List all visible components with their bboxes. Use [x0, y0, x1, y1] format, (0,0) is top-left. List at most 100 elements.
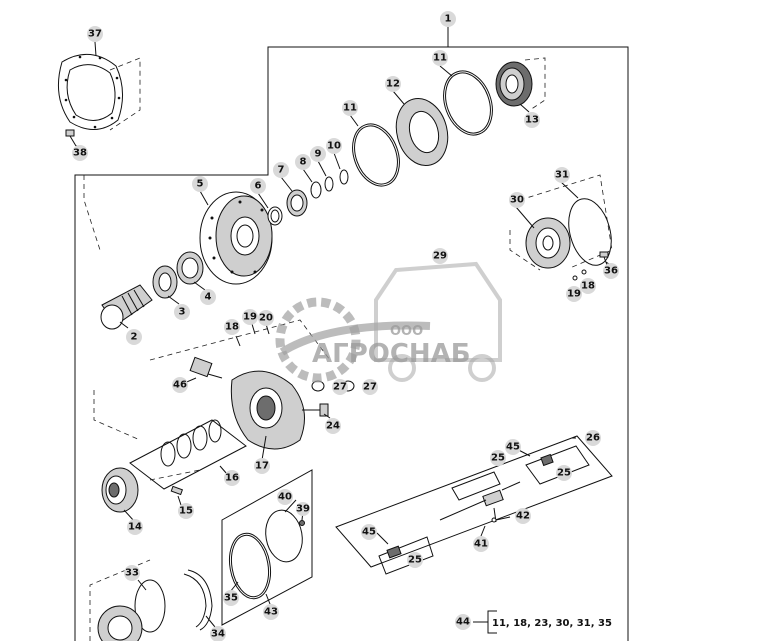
svg-text:26: 26 — [586, 433, 600, 444]
callout-35: 35 — [223, 590, 239, 606]
callout-45a: 45 — [505, 439, 521, 455]
callout-27b: 27 — [362, 379, 378, 395]
seal-kit-box-16 — [129, 419, 247, 490]
bearing-part-4 — [176, 251, 204, 285]
callout-31: 31 — [554, 167, 570, 183]
svg-text:39: 39 — [296, 504, 310, 515]
callout-30: 30 — [509, 192, 525, 208]
callout-39: 39 — [296, 502, 310, 516]
seal-kit-box-43 — [221, 469, 313, 626]
svg-text:35: 35 — [224, 593, 238, 604]
callout-3: 3 — [174, 304, 190, 320]
svg-text:43: 43 — [264, 607, 278, 618]
carrier-part-30 — [525, 217, 571, 269]
svg-text:36: 36 — [604, 266, 618, 277]
pin-part-15 — [170, 485, 184, 496]
housing-bottom-part — [97, 605, 143, 641]
pin-part-18b — [581, 269, 587, 275]
svg-text:30: 30 — [510, 195, 524, 206]
flange-part-12 — [395, 98, 449, 166]
callout-42: 42 — [515, 508, 531, 524]
callout-13: 13 — [524, 112, 540, 128]
ring-part-9 — [324, 176, 334, 192]
callout-16: 16 — [224, 470, 240, 486]
callout-14: 14 — [127, 519, 143, 535]
bolt-part-24 — [302, 403, 329, 417]
watermark-name: АГРОСНАБ — [312, 339, 471, 369]
plate-part-33 — [134, 579, 166, 633]
end-cover-part-17 — [230, 370, 305, 450]
svg-text:8: 8 — [300, 157, 307, 168]
svg-text:38: 38 — [73, 148, 87, 159]
bearing-part-7 — [286, 189, 308, 217]
svg-text:6: 6 — [255, 181, 262, 192]
svg-text:31: 31 — [555, 170, 569, 181]
svg-text:27: 27 — [333, 382, 347, 393]
pin-part-19b — [572, 275, 578, 281]
svg-text:10: 10 — [327, 141, 341, 152]
svg-text:7: 7 — [278, 165, 285, 176]
svg-text:45: 45 — [506, 442, 520, 453]
callout-20: 20 — [258, 310, 274, 326]
shaft-part-2 — [100, 284, 153, 330]
callout-12: 12 — [385, 76, 401, 92]
svg-text:2: 2 — [131, 332, 138, 343]
callout-24: 24 — [325, 418, 341, 434]
agrosnab-watermark: ООО АГРОСНАБ — [275, 261, 502, 383]
callout-44: 44 — [455, 614, 471, 630]
svg-text:1: 1 — [445, 14, 452, 25]
snap-ring-part-34 — [183, 569, 213, 631]
callout-38: 38 — [72, 145, 88, 161]
callout-7: 7 — [273, 162, 289, 178]
callout-1: 1 — [440, 11, 456, 27]
o-ring-part-31 — [568, 198, 612, 266]
plug-part-46 — [189, 356, 223, 379]
pin-part-18a — [235, 335, 241, 347]
callout-5: 5 — [192, 176, 208, 192]
svg-text:17: 17 — [255, 461, 269, 472]
callout-18a: 18 — [224, 319, 240, 335]
gasket-part-37 — [57, 54, 141, 131]
callout-34: 34 — [210, 626, 226, 641]
svg-text:45: 45 — [362, 527, 376, 538]
svg-text:41: 41 — [474, 539, 488, 550]
callout-18b: 18 — [580, 278, 596, 294]
callout-11b: 11 — [432, 50, 448, 66]
ring-part-8 — [310, 181, 322, 199]
callout-27a: 27 — [332, 379, 348, 395]
callout-37: 37 — [87, 26, 103, 42]
svg-text:37: 37 — [88, 29, 102, 40]
callout-19a: 19 — [242, 309, 258, 325]
svg-text:40: 40 — [278, 492, 292, 503]
svg-text:19: 19 — [243, 312, 257, 323]
svg-text:11: 11 — [433, 53, 447, 64]
svg-text:20: 20 — [259, 313, 273, 324]
valve-box-26 — [335, 435, 613, 575]
svg-text:19: 19 — [567, 289, 581, 300]
callout-15: 15 — [178, 503, 194, 519]
svg-text:33: 33 — [125, 568, 139, 579]
svg-text:25: 25 — [408, 555, 422, 566]
svg-text:25: 25 — [491, 453, 505, 464]
kit-parts-list: 11, 18, 23, 30, 31, 35 — [492, 618, 612, 629]
callout-45b: 45 — [361, 524, 377, 540]
callout-33: 33 — [124, 565, 140, 581]
svg-text:18: 18 — [581, 281, 595, 292]
rotor-part-14 — [101, 467, 139, 513]
callout-46: 46 — [172, 377, 188, 393]
callout-8: 8 — [295, 154, 311, 170]
callout-40: 40 — [277, 489, 293, 505]
bearing-part-13 — [495, 57, 546, 111]
watermark-prefix: ООО — [390, 324, 423, 339]
callout-41: 41 — [473, 536, 489, 552]
callout-19b: 19 — [566, 286, 582, 302]
svg-text:24: 24 — [326, 421, 340, 432]
callout-10: 10 — [326, 138, 342, 154]
svg-text:44: 44 — [456, 617, 470, 628]
callout-26: 26 — [585, 430, 601, 446]
svg-text:34: 34 — [211, 629, 225, 640]
callout-17: 17 — [254, 458, 270, 474]
svg-text:16: 16 — [225, 473, 239, 484]
callout-11a: 11 — [342, 100, 358, 116]
